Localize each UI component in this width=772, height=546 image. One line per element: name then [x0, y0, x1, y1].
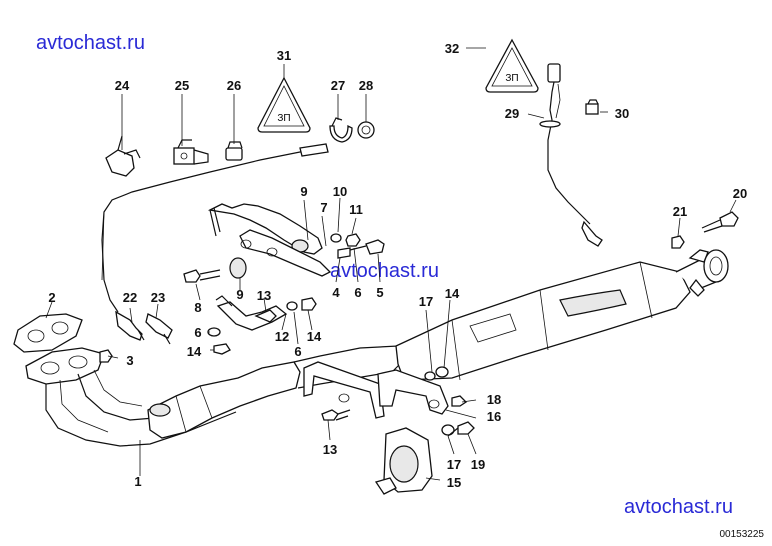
callout-18: 18 — [487, 392, 501, 407]
leader-lines — [45, 47, 737, 481]
callout-4: 4 — [332, 285, 340, 300]
document-number: 00153225 — [719, 529, 765, 540]
callout-20: 20 — [733, 186, 747, 201]
warning-triangle-32: ЗП — [485, 38, 539, 93]
nut-6-14-left — [207, 327, 231, 355]
callout-19: 19 — [471, 457, 485, 472]
washer-14-mid — [286, 297, 317, 311]
warning-symbol-31: ЗП — [277, 113, 290, 124]
clip-25 — [173, 139, 209, 165]
oxygen-sensor-front — [101, 143, 329, 341]
callout-25: 25 — [175, 78, 189, 93]
callout-14-left: 14 — [187, 344, 202, 359]
nut-21 — [671, 235, 685, 249]
sensor-23 — [145, 313, 173, 345]
warning-triangle-31: ЗП — [257, 76, 311, 133]
hanger-bracket — [207, 203, 332, 277]
clip-26 — [225, 141, 243, 161]
callout-27: 27 — [331, 78, 345, 93]
callout-23: 23 — [151, 290, 165, 305]
washer-10 — [330, 233, 342, 243]
callout-32: 32 — [445, 41, 459, 56]
bolt-19 — [447, 421, 475, 437]
nut-18 — [451, 395, 468, 407]
callout-6-left: 6 — [194, 325, 201, 340]
callout-31: 31 — [277, 48, 291, 63]
callout-24: 24 — [115, 78, 130, 93]
callout-7: 7 — [320, 200, 327, 215]
catalytic-converter — [395, 249, 729, 381]
callout-17-lower: 17 — [447, 457, 461, 472]
callout-14-mid: 14 — [307, 329, 322, 344]
nut-11 — [345, 233, 361, 247]
bolt-13-bottom — [321, 409, 351, 421]
washers-17-14-top — [424, 366, 449, 381]
callout-17-upper: 17 — [419, 294, 433, 309]
callout-8: 8 — [194, 300, 201, 315]
front-pipe — [147, 345, 403, 439]
watermark-top-left: avtochast.ru — [36, 32, 145, 54]
callout-16: 16 — [487, 409, 501, 424]
bolt-4-5 — [337, 239, 385, 259]
watermark-bottom-right: avtochast.ru — [624, 496, 733, 518]
callout-5: 5 — [376, 285, 383, 300]
callout-6-upper: 6 — [354, 285, 361, 300]
callout-3: 3 — [126, 353, 133, 368]
bolt-13-top — [254, 309, 277, 323]
callout-2: 2 — [48, 290, 55, 305]
callout-13-upper: 13 — [257, 288, 271, 303]
callout-22: 22 — [123, 290, 137, 305]
bracket-16 — [377, 369, 449, 415]
bracket-lower-left — [303, 361, 385, 419]
callout-21: 21 — [673, 204, 687, 219]
rubber-mount-15 — [374, 427, 433, 495]
gasket-2 — [13, 313, 83, 353]
rubber-mount-9 — [229, 257, 247, 279]
clip-24 — [105, 135, 141, 177]
clamp-12 — [215, 295, 288, 331]
callout-6-lower: 6 — [294, 344, 301, 359]
callout-26: 26 — [227, 78, 241, 93]
washer-17-bottom — [441, 424, 455, 436]
callout-12: 12 — [275, 329, 289, 344]
bolt-20 — [701, 211, 739, 233]
callout-14-right: 14 — [445, 286, 460, 301]
clip-27 — [329, 117, 353, 143]
callout-1: 1 — [134, 474, 141, 489]
callout-13-lower: 13 — [323, 442, 337, 457]
nut-3 — [99, 349, 113, 363]
connector-30 — [585, 99, 599, 115]
callout-11: 11 — [349, 202, 363, 217]
warning-symbol-32: ЗП — [505, 73, 518, 84]
callout-9-lower: 9 — [236, 287, 243, 302]
bolt-8 — [183, 269, 221, 283]
callout-10: 10 — [333, 184, 347, 199]
clip-28 — [357, 121, 375, 139]
callout-30: 30 — [615, 106, 629, 121]
oxygen-sensor-rear — [539, 63, 603, 247]
callout-29: 29 — [505, 106, 519, 121]
callout-28: 28 — [359, 78, 373, 93]
callout-9-upper: 9 — [300, 184, 307, 199]
callout-labels: 1 2 3 4 5 6 6 6 7 8 9 9 10 11 12 13 13 1… — [48, 41, 747, 490]
callout-15: 15 — [447, 475, 461, 490]
